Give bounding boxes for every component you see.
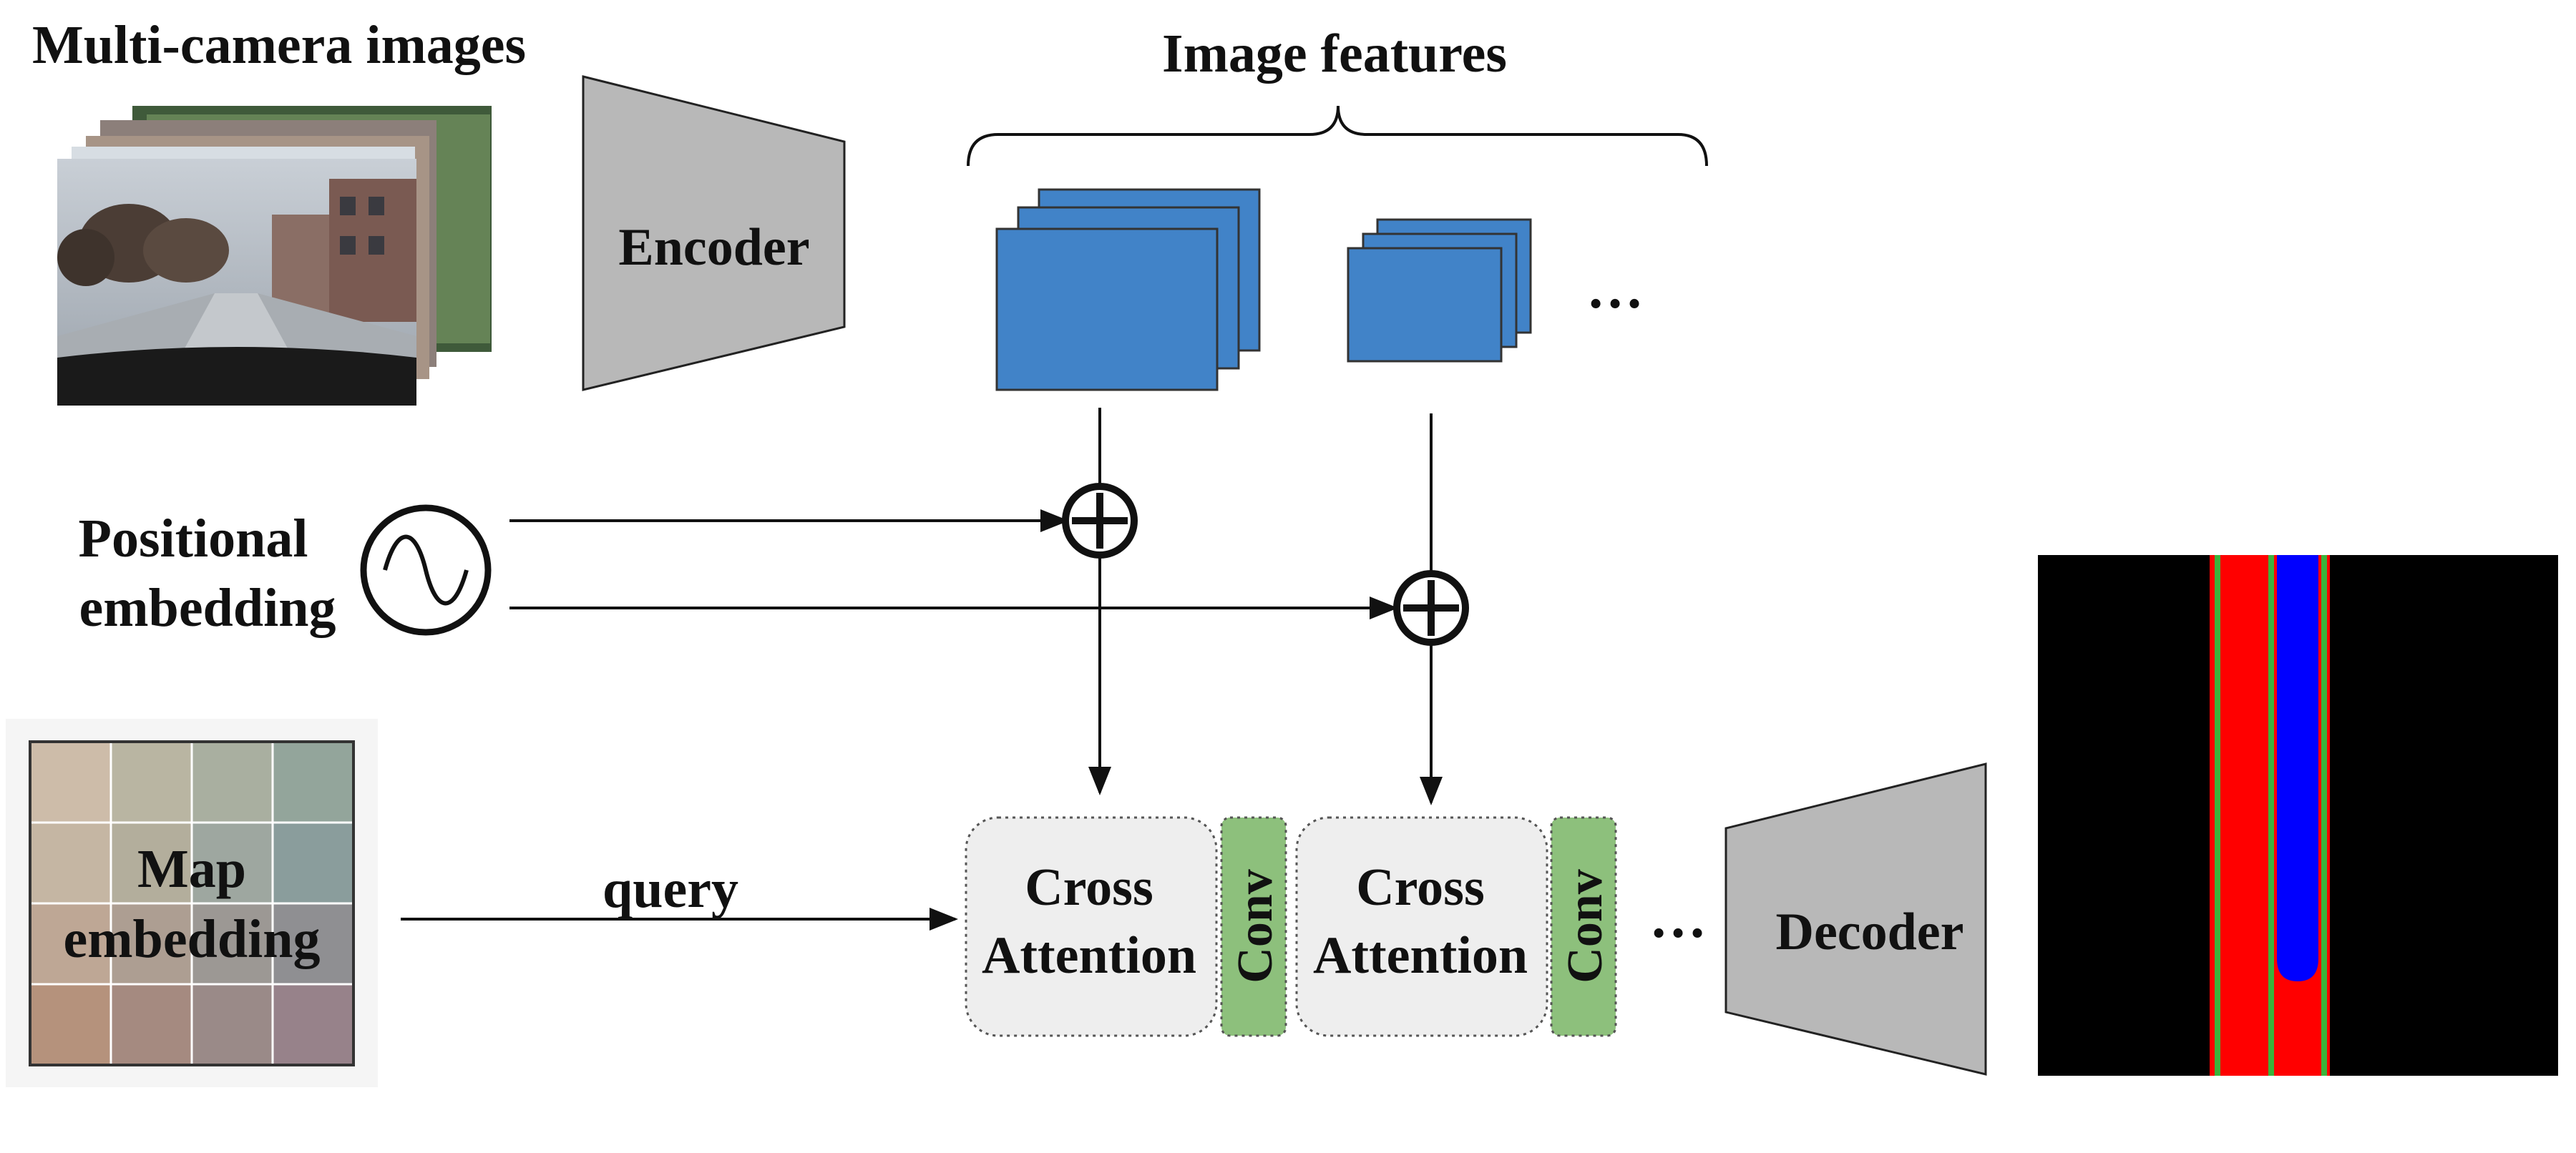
- decoder-block: [1724, 762, 1987, 1076]
- map-embedding-label-line1: Map: [137, 839, 246, 899]
- encoder-label: Encoder: [618, 218, 809, 277]
- image-features-title: Image features: [1162, 24, 1507, 84]
- query-label: query: [602, 859, 738, 919]
- cross-attention-block-2: [1295, 816, 1548, 1037]
- conv-block-2: [1550, 816, 1617, 1037]
- feature-map-stack-large: [995, 188, 1261, 391]
- conv-block-1: [1220, 816, 1287, 1037]
- conv-1-label: Conv: [1228, 869, 1283, 983]
- cross-attention-1-label-line2: Attention: [982, 926, 1196, 985]
- decoder-label: Decoder: [1776, 903, 1964, 961]
- cross-attention-1-label-line1: Cross: [1025, 858, 1153, 917]
- camera-image-front: [57, 159, 416, 406]
- feature-maps-ellipsis: …: [1586, 257, 1644, 320]
- feature-map-stack-small: [1347, 218, 1532, 363]
- map-embedding-grid: [6, 719, 378, 1087]
- cross-attention-block-1: [965, 816, 1218, 1037]
- conv-2-label: Conv: [1558, 869, 1613, 983]
- add-icon: [1393, 570, 1469, 646]
- multi-camera-images: [57, 106, 492, 406]
- cross-attention-2-label-line1: Cross: [1356, 858, 1485, 917]
- blocks-ellipsis: …: [1649, 887, 1707, 950]
- image-features-brace: [967, 105, 1708, 167]
- cross-attention-2-label-line2: Attention: [1313, 926, 1528, 985]
- map-embedding-label-line2: embedding: [64, 909, 321, 969]
- sine-wave-icon: [360, 504, 492, 636]
- output-segmentation-map: [2038, 555, 2558, 1076]
- multi-camera-title: Multi-camera images: [32, 15, 526, 75]
- add-icon: [1062, 483, 1138, 559]
- positional-embedding-label-line2: embedding: [79, 578, 336, 638]
- positional-embedding-label-line1: Positional: [79, 509, 308, 569]
- encoder-block: [582, 75, 846, 391]
